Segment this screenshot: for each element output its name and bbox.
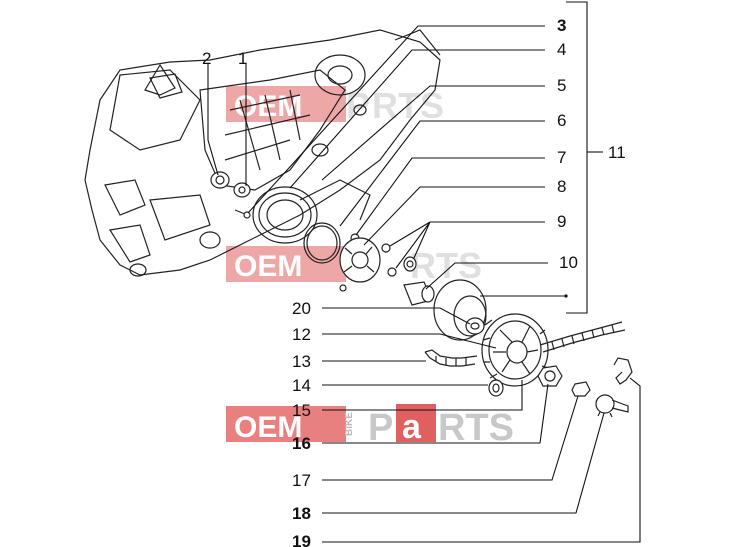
callout-4: 4 — [557, 40, 566, 59]
watermark-bottom-a: a — [402, 408, 422, 446]
watermark-mid: OEM P RTS — [226, 245, 482, 286]
part-6-oring — [303, 222, 341, 264]
watermark-bottom-oem: OEM — [234, 411, 302, 444]
callout-1: 1 — [238, 49, 247, 68]
callout-7: 7 — [557, 148, 566, 167]
watermark-mid-oem: OEM — [234, 250, 302, 283]
callout-16: 16 — [292, 434, 311, 453]
callout-2: 2 — [202, 49, 211, 68]
watermark-bottom-p: P — [368, 407, 393, 449]
crankcase-drawing — [84, 29, 441, 277]
callout-17: 17 — [292, 471, 311, 490]
leader-lines — [207, 1, 641, 543]
watermark-mid-rts: RTS — [410, 245, 482, 286]
part-9-washers — [381, 243, 417, 277]
watermark-bottom-rts: RTS — [438, 407, 514, 449]
callout-5: 5 — [557, 76, 566, 95]
part-18-gear-shaft — [595, 394, 629, 418]
callout-9: 9 — [557, 212, 566, 231]
part-5-cover — [252, 186, 318, 244]
callout-14: 14 — [292, 376, 311, 395]
watermark-bottom-bike: BIKE — [344, 412, 355, 436]
callout-6: 6 — [557, 111, 566, 130]
callout-10: 10 — [559, 253, 578, 272]
part-17-nut — [571, 381, 591, 397]
part-10-sleeve — [403, 281, 435, 306]
part-13-belt — [424, 349, 478, 367]
part-16-nut — [537, 365, 563, 387]
part-small-nut — [339, 284, 347, 292]
part-19-clip — [613, 357, 633, 385]
callout-20: 20 — [292, 299, 311, 318]
callout-labels: 1 2 3 4 5 6 7 8 9 10 11 12 13 14 15 16 1… — [202, 16, 626, 547]
part-belt-strip — [539, 321, 626, 353]
part-14-washer — [488, 379, 504, 397]
part-2-bearing — [210, 171, 230, 189]
callout-15: 15 — [292, 401, 311, 420]
part-3-screw — [234, 209, 251, 219]
callout-19: 19 — [292, 532, 311, 547]
callout-12: 12 — [292, 325, 311, 344]
part-1-bushing — [233, 182, 251, 198]
callout-3: 3 — [557, 16, 566, 35]
callout-11: 11 — [608, 143, 626, 162]
callout-8: 8 — [557, 177, 566, 196]
part-20-washer — [465, 317, 485, 335]
watermark-bottom: OEM BIKE P a RTS — [226, 404, 514, 449]
part-8-roller-plate — [339, 237, 381, 283]
callout-18: 18 — [292, 504, 311, 523]
callout-13: 13 — [292, 352, 311, 371]
